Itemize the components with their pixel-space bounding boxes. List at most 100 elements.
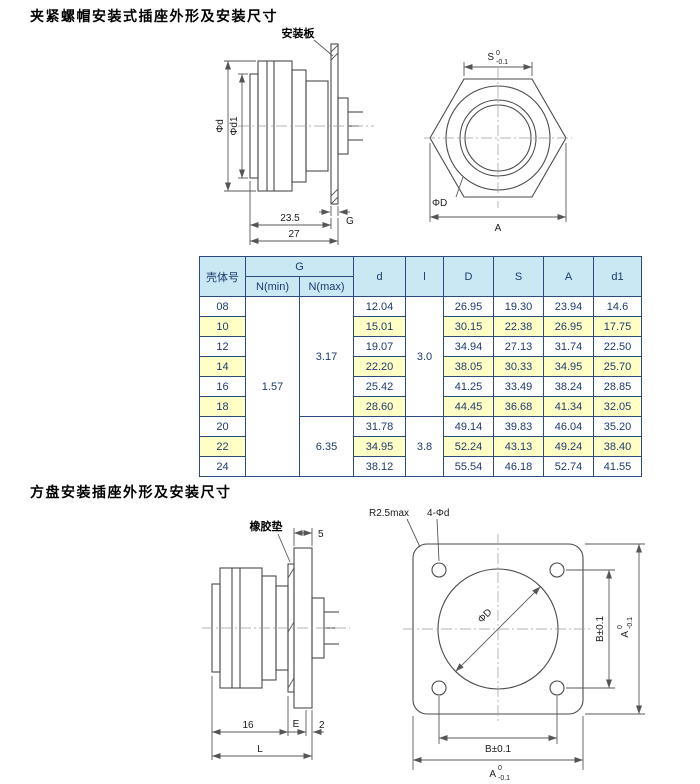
cell-d1: 32.05 [593, 396, 642, 417]
section1-title: 夹紧螺帽安装式插座外形及安装尺寸 [30, 8, 278, 24]
rubber-gasket-leader [277, 533, 291, 563]
phi-d-label: Φd [215, 119, 226, 133]
cell-shell: 08 [199, 296, 246, 317]
cell-nmax: 6.35 [299, 416, 354, 477]
dim-a-right: A 0 -0.1 [585, 543, 645, 715]
cell-A: 23.94 [543, 296, 594, 317]
table-row: 24 38.12 55.54 46.18 52.74 41.55 [199, 456, 642, 477]
dim-16-E-2: 16 E 2 [211, 676, 325, 760]
rubber-gasket-label: 橡胶垫 [250, 519, 283, 533]
cell-A: 49.24 [543, 436, 594, 457]
a-bottom-label: A [489, 769, 496, 780]
cell-shell: 24 [199, 456, 246, 477]
dim-16-label: 16 [242, 720, 254, 731]
col-header-d: d [353, 256, 406, 297]
dim-5: 5 [293, 528, 324, 546]
col-header-S: S [493, 256, 544, 297]
cell-S: 30.33 [493, 356, 544, 377]
cell-d1: 14.6 [593, 296, 642, 317]
mounting-plate-outline [330, 43, 339, 205]
cell-D: 52.24 [443, 436, 494, 457]
cell-shell: 10 [199, 316, 246, 337]
hole-callout: 4-Φd [427, 508, 449, 562]
cell-nmax: 3.17 [299, 296, 354, 417]
dim-a: A [429, 143, 567, 234]
table-row: 20 6.35 31.78 3.8 49.14 39.83 46.04 35.2… [199, 416, 642, 477]
dim-2-label: 2 [319, 720, 325, 731]
a-bottom-tol-upper: 0 [498, 765, 502, 772]
cell-d: 28.60 [353, 396, 406, 417]
cell-shell: 22 [199, 436, 246, 457]
col-header-nmin: N(min) [245, 276, 300, 297]
cell-D: 30.15 [443, 316, 494, 337]
flange-side-view-drawing: 橡胶垫 5 16 E 2 L [192, 508, 382, 770]
dim-L: L [212, 744, 312, 759]
cell-D: 49.14 [443, 416, 494, 437]
dim-phi-D: ΦD [432, 176, 464, 209]
header-row-1: 壳体号 G d l D S A d1 [199, 256, 642, 297]
dimension-table: 壳体号 G d l D S A d1 N(min) N(max) 08 1.57… [199, 256, 642, 477]
cell-d1: 28.85 [593, 376, 642, 397]
a-right-tol-lower: -0.1 [627, 617, 634, 629]
inner-circle [459, 99, 537, 177]
phi-D-label: ΦD [432, 198, 447, 209]
cell-l: 3.0 [405, 296, 444, 417]
flange-front-view-drawing: ΦD R2.5max 4-Φd B±0.1 A 0 -0.1 B±0.1 A 0 [363, 502, 673, 782]
cell-d1: 25.70 [593, 356, 642, 377]
col-header-shell: 壳体号 [199, 256, 246, 297]
cell-d1: 22.50 [593, 336, 642, 357]
dim-23-5: 23.5 [249, 181, 332, 245]
cell-d: 22.20 [353, 356, 406, 377]
cell-S: 22.38 [493, 316, 544, 337]
cell-d: 15.01 [353, 316, 406, 337]
col-header-d1: d1 [593, 256, 642, 297]
dim-27: 27 [250, 218, 339, 245]
table-row: 10 15.01 30.15 22.38 26.95 17.75 [199, 316, 642, 337]
table-row: 16 25.42 41.25 33.49 38.24 28.85 [199, 376, 642, 397]
dim-b-bottom: B±0.1 [438, 696, 558, 755]
col-header-g: G [245, 256, 354, 277]
mounting-plate-label: 安装板 [282, 26, 316, 40]
table-row: 08 1.57 3.17 12.04 3.0 26.95 19.30 23.94… [199, 296, 642, 477]
dim-5-label: 5 [318, 529, 324, 540]
cell-D: 41.25 [443, 376, 494, 397]
clamp-front-view-drawing: S 0 -0.1 ΦD A [420, 30, 590, 234]
cell-D: 26.95 [443, 296, 494, 317]
cell-l: 3.8 [405, 416, 444, 477]
header-row-2: N(min) N(max) [200, 276, 642, 297]
dim-phi-d: Φd [215, 60, 256, 192]
dim-s: S 0 -0.1 [463, 50, 533, 76]
cell-D: 44.45 [443, 396, 494, 417]
cell-A: 38.24 [543, 376, 594, 397]
a-bottom-tol-lower: -0.1 [498, 775, 510, 782]
corner-radius-callout: R2.5max [369, 508, 421, 548]
table-row: 18 28.60 44.45 36.68 41.34 32.05 [199, 396, 642, 417]
col-header-A: A [543, 256, 594, 297]
cell-d1: 17.75 [593, 316, 642, 337]
dim-g: G [319, 206, 354, 227]
dim-a-bottom: A 0 -0.1 [412, 716, 584, 782]
cell-d1: 35.20 [593, 416, 642, 437]
dim-b-right: B±0.1 [566, 569, 615, 689]
b-tol-right-label: B±0.1 [595, 616, 606, 642]
phi-d1-label: Φd1 [229, 116, 240, 136]
dim-23-5-label: 23.5 [280, 213, 300, 224]
cell-S: 27.13 [493, 336, 544, 357]
s-tol-upper: 0 [496, 50, 500, 57]
s-tol-lower: -0.1 [496, 59, 508, 66]
cell-d1: 41.55 [593, 456, 642, 477]
table-row: 12 19.07 34.94 27.13 31.74 22.50 [199, 336, 642, 357]
cell-shell: 12 [199, 336, 246, 357]
cell-S: 39.83 [493, 416, 544, 437]
cell-d: 19.07 [353, 336, 406, 357]
dim-L-label: L [257, 744, 263, 755]
cell-S: 43.13 [493, 436, 544, 457]
cell-d: 34.95 [353, 436, 406, 457]
clamp-side-view-drawing: 安装板 Φd Φd1 G 23.5 27 [210, 26, 410, 254]
col-header-l: l [405, 256, 444, 297]
a-right-tol-upper: 0 [617, 625, 624, 629]
cell-shell: 16 [199, 376, 246, 397]
cell-shell: 18 [199, 396, 246, 417]
cell-S: 46.18 [493, 456, 544, 477]
cell-d: 38.12 [353, 456, 406, 477]
